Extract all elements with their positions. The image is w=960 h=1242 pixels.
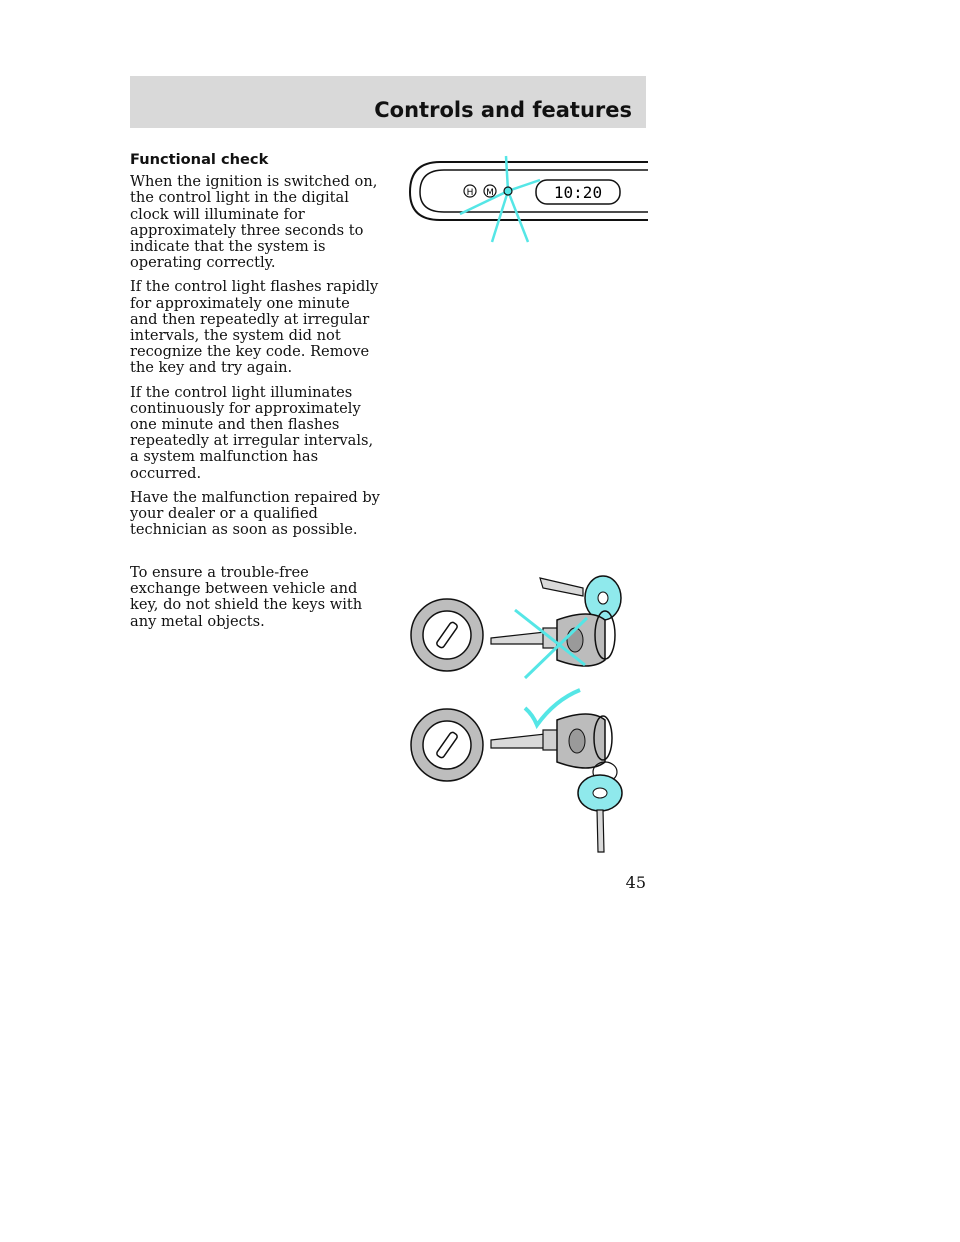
paragraph: To ensure a trouble-free exchange betwee… — [130, 564, 363, 630]
key-advice-section: To ensure a trouble-free exchange betwee… — [130, 564, 380, 638]
clock-display — [535, 179, 621, 205]
functional-check-section: Functional check When the ignition is sw… — [130, 151, 380, 546]
paragraph: When the ignition is switched on, the co… — [130, 173, 378, 272]
hour-button — [463, 184, 477, 198]
page-number: 45 — [625, 873, 646, 892]
check-icon — [523, 688, 581, 730]
cross-icon — [514, 608, 589, 680]
section-heading: Functional check — [130, 151, 269, 168]
keys-illustration — [410, 575, 623, 853]
clock-time: 10:20 — [554, 183, 602, 202]
control-light — [503, 186, 513, 196]
ford-logo-icon — [568, 728, 586, 754]
ignition-lock-bottom — [410, 708, 484, 782]
metal-key-top — [539, 575, 622, 621]
minute-button — [483, 184, 497, 198]
metal-key-bottom — [577, 774, 623, 853]
digital-clock-illustration: H M 10:20 — [408, 155, 648, 243]
paragraph: If the control light illuminates continu… — [130, 383, 374, 482]
page-title: Controls and features — [374, 98, 632, 122]
header-band: Controls and features — [130, 76, 646, 128]
ignition-lock-top — [410, 598, 484, 672]
paragraph: If the control light flashes rapidly for… — [130, 278, 379, 377]
minute-button-label: M — [486, 188, 494, 198]
transponder-key-bottom — [490, 713, 618, 783]
paragraph: Have the malfunction repaired by your de… — [130, 488, 380, 539]
indicator-rays — [459, 155, 541, 243]
hour-button-label: H — [467, 188, 474, 198]
